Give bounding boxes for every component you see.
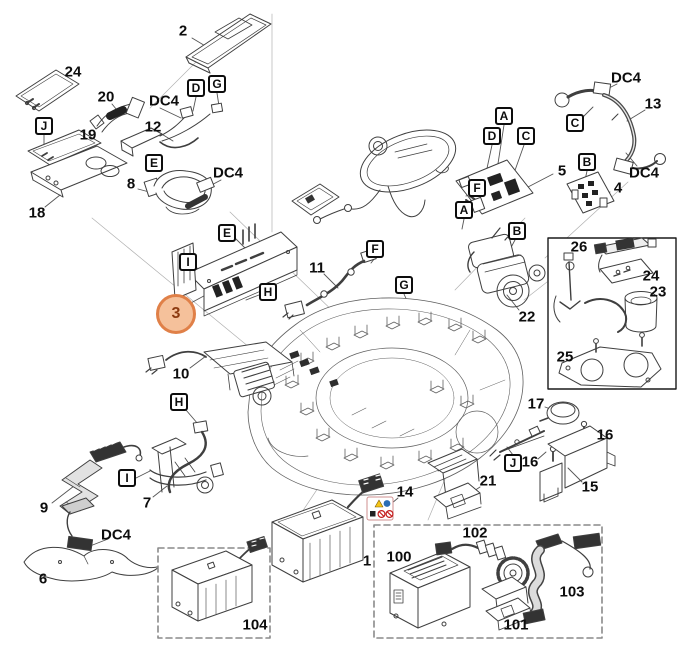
letter-label-e-2: E xyxy=(218,224,236,242)
part-2-cover-drawing xyxy=(185,13,272,74)
letter-label-j-1: J xyxy=(35,117,53,135)
part-number-102[interactable]: 102 xyxy=(462,524,488,542)
chassis-bosses xyxy=(284,311,487,470)
letter-label-d-2: D xyxy=(483,127,501,145)
part-number-6[interactable]: 6 xyxy=(38,570,48,588)
letter-label-i-2: I xyxy=(118,469,136,487)
letter-label-h-2: H xyxy=(170,393,188,411)
dashed-box-104-drawing xyxy=(157,535,271,639)
warning-sticker-drawing xyxy=(366,496,394,521)
part-4-pcb-drawing xyxy=(566,171,615,214)
connector-label-dc4-5: DC4 xyxy=(100,526,132,544)
part-19-18-boards-drawing xyxy=(27,129,128,198)
part-10-bracket-drawing xyxy=(145,341,295,406)
part-12-harness-drawing xyxy=(120,102,224,157)
part-number-23[interactable]: 23 xyxy=(649,283,667,301)
part-number-11[interactable]: 11 xyxy=(309,259,325,277)
part-number-22[interactable]: 22 xyxy=(518,308,536,326)
part-number-17[interactable]: 17 xyxy=(527,395,545,413)
part-number-7[interactable]: 7 xyxy=(142,494,152,512)
part-number-9[interactable]: 9 xyxy=(39,499,49,517)
letter-label-a-1: A xyxy=(495,107,513,125)
letter-label-f-2: F xyxy=(366,240,384,258)
letter-label-d-1: D xyxy=(187,79,205,97)
part-number-15[interactable]: 15 xyxy=(581,478,599,496)
part-23-container-drawing xyxy=(624,291,658,333)
part-number-103[interactable]: 103 xyxy=(559,583,585,601)
letter-label-j-2: J xyxy=(504,454,522,472)
part-24-board-drawing xyxy=(15,69,80,112)
letter-label-i-1: I xyxy=(179,253,197,271)
letter-label-g-2: G xyxy=(395,276,413,294)
part-number-101[interactable]: 101 xyxy=(503,616,529,634)
part-103-ribbon-drawing xyxy=(522,532,602,625)
letter-label-e-1: E xyxy=(145,154,163,172)
part-number-12[interactable]: 12 xyxy=(144,118,162,136)
part-100-battery-drawing xyxy=(389,551,471,629)
part-number-16-upper[interactable]: 16 xyxy=(596,426,614,444)
part-9-ribbon-drawing xyxy=(59,441,143,552)
part-26-ribbon-drawing xyxy=(593,237,657,273)
dashed-box-100s-drawing xyxy=(373,524,603,639)
letter-label-c-2: C xyxy=(566,114,584,132)
letter-label-b-2: B xyxy=(508,222,526,240)
control-console-drawing xyxy=(291,129,457,224)
part-102-gear-drawing xyxy=(434,539,530,590)
part-number-2[interactable]: 2 xyxy=(178,22,188,40)
part-number-4[interactable]: 4 xyxy=(613,179,623,197)
letter-label-c-1: C xyxy=(517,127,535,145)
letter-label-f-1: F xyxy=(468,179,486,197)
letter-label-h-1: H xyxy=(259,283,277,301)
part-17-dome-drawing xyxy=(539,401,580,425)
part-number-14[interactable]: 14 xyxy=(396,483,414,501)
connector-label-dc4-1: DC4 xyxy=(148,92,180,110)
part-24-inset-board-drawing xyxy=(599,258,654,284)
inset-sensor-drawing xyxy=(553,252,581,323)
part-15-cover-drawing xyxy=(539,425,616,503)
part-number-25[interactable]: 25 xyxy=(556,348,574,366)
chassis-drawing xyxy=(247,297,524,496)
part-number-13[interactable]: 13 xyxy=(644,95,662,113)
chassis-connector-blocks xyxy=(289,350,339,388)
connector-label-dc4-4: DC4 xyxy=(628,164,660,182)
part-number-104[interactable]: 104 xyxy=(242,616,268,634)
part-7-bracket-drawing xyxy=(149,420,224,494)
part-21-holder-drawing xyxy=(427,448,482,520)
part-number-16-lower[interactable]: 16 xyxy=(521,453,539,471)
part-number-26[interactable]: 26 xyxy=(570,238,588,256)
part-number-1[interactable]: 1 xyxy=(362,552,372,570)
part-number-24[interactable]: 24 xyxy=(64,63,82,81)
part-number-21[interactable]: 21 xyxy=(479,472,497,490)
connector-label-dc4-2: DC4 xyxy=(212,164,244,182)
inset-arm-drawing xyxy=(584,298,628,333)
part-22-motor-drawing xyxy=(467,227,546,308)
letter-label-a-2: A xyxy=(455,201,473,219)
part-3-control-unit-drawing xyxy=(171,223,298,317)
inset-box-drawing xyxy=(547,237,677,390)
part-1-battery-drawing xyxy=(271,473,385,583)
part-8-duct-drawing xyxy=(143,170,215,215)
part-number-19[interactable]: 19 xyxy=(79,126,97,144)
letter-label-b-1: B xyxy=(578,153,596,171)
part-13-harness-drawing xyxy=(554,81,666,175)
letter-label-g-1: G xyxy=(208,75,226,93)
highlighted-part-callout-3[interactable]: 3 xyxy=(156,294,196,334)
part-number-18[interactable]: 18 xyxy=(28,204,46,222)
lever-drawing xyxy=(489,425,545,461)
part-number-8[interactable]: 8 xyxy=(126,175,136,193)
part-number-10[interactable]: 10 xyxy=(172,365,190,383)
part-number-20[interactable]: 20 xyxy=(97,88,115,106)
part-25-gasket-drawing xyxy=(558,332,662,388)
part-number-5[interactable]: 5 xyxy=(557,162,567,180)
part-number-100[interactable]: 100 xyxy=(386,548,412,566)
connector-label-dc4-3: DC4 xyxy=(610,69,642,87)
part-20-ribbon-drawing xyxy=(89,96,145,133)
part-number-24-inset[interactable]: 24 xyxy=(642,267,660,285)
